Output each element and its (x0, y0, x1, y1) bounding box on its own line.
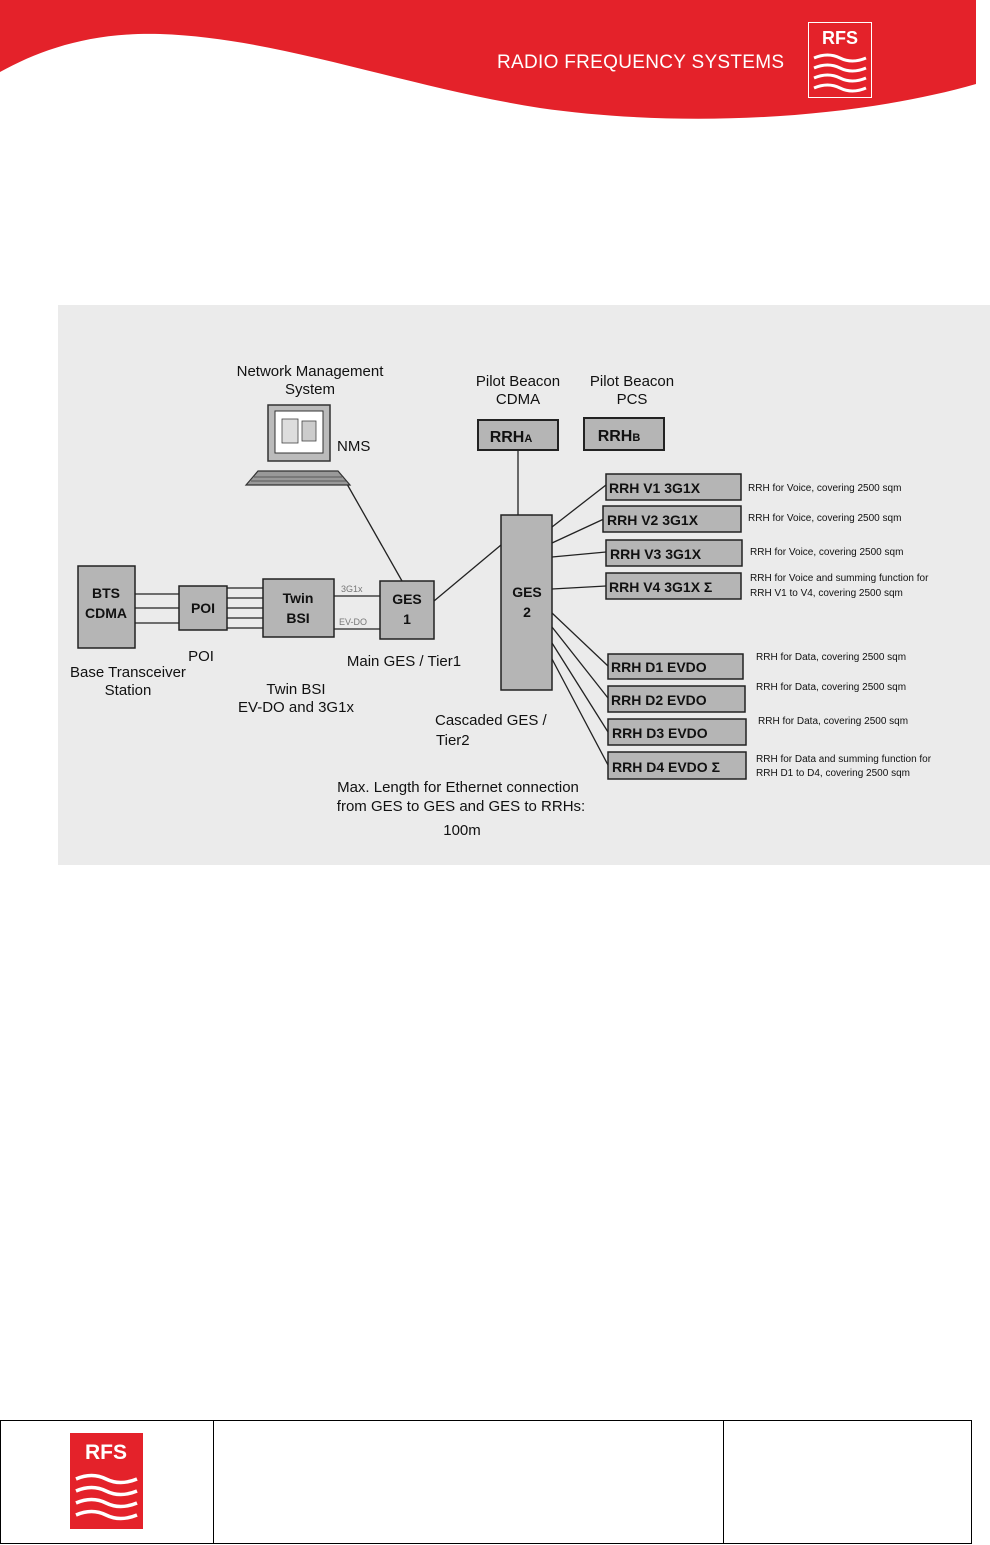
header-banner (0, 0, 976, 119)
beacon-a-title: Pilot Beacon (476, 373, 560, 390)
ges2-line2: 2 (523, 604, 531, 620)
rrh-v4-desc: RRH for Voice and summing function for (750, 573, 929, 584)
ges2-caption: Cascaded GES / (435, 712, 548, 729)
ges1-box: GES 1 (379, 580, 435, 640)
rrh-v2: RRH V2 3G1X RRH for Voice, covering 2500… (602, 505, 901, 533)
bts-caption: Base Transceiver (70, 664, 186, 681)
note-line3: 100m (443, 822, 481, 839)
rrh-d2-desc: RRH for Data, covering 2500 sqm (756, 682, 906, 693)
rrh-v2-label: RRH V2 3G1X (607, 512, 699, 528)
company-name: RADIO FREQUENCY SYSTEMS (497, 52, 785, 73)
rrh-d3-label: RRH D3 EVDO (612, 725, 708, 741)
beacon-b-title-2: PCS (617, 391, 648, 408)
rrh-v3-label: RRH V3 3G1X (610, 546, 702, 562)
bts-line2: CDMA (85, 605, 127, 621)
rrh-d4-desc: RRH for Data and summing function for (756, 754, 932, 765)
rrh-d4-desc-2: RRH D1 to D4, covering 2500 sqm (756, 768, 910, 779)
rrh-b-sub: B (632, 432, 640, 444)
footer-info-cell (723, 1421, 971, 1543)
link-label-3g1x: 3G1x (341, 584, 363, 594)
bsi-caption: Twin BSI (266, 681, 325, 698)
network-diagram: 3G1x EV-DO Network Management System NMS… (58, 305, 990, 865)
nms-title: Network Management (237, 363, 385, 380)
rrh-v1-label: RRH V1 3G1X (609, 480, 701, 496)
rrh-b-box: RRHB (583, 417, 665, 451)
ges2-line1: GES (512, 584, 542, 600)
ges1-caption: Main GES / Tier1 (347, 653, 461, 670)
rrh-d1: RRH D1 EVDO RRH for Data, covering 2500 … (607, 652, 906, 680)
link-label-evdo: EV-DO (339, 617, 367, 627)
header-logo-text: RFS (822, 28, 858, 48)
ges2-caption-2: Tier2 (436, 732, 470, 749)
bsi-line1: Twin (283, 590, 314, 606)
nms-label: NMS (337, 438, 370, 455)
footer-title-cell (213, 1421, 724, 1543)
rrh-a-sub: A (524, 433, 532, 445)
rrh-d3-desc: RRH for Data, covering 2500 sqm (758, 716, 908, 727)
poi-label: POI (191, 600, 215, 616)
rrh-d4-label: RRH D4 EVDO Σ (612, 759, 720, 775)
rrh-d1-desc: RRH for Data, covering 2500 sqm (756, 652, 906, 663)
header-logo: RFS (808, 22, 872, 98)
bts-line1: BTS (92, 585, 120, 601)
computer-icon (244, 404, 352, 486)
note-line1: Max. Length for Ethernet connection (337, 779, 579, 796)
rrh-d2: RRH D2 EVDO RRH for Data, covering 2500 … (607, 682, 906, 713)
poi-box: POI (178, 585, 228, 631)
rrh-d2-label: RRH D2 EVDO (611, 692, 707, 708)
footer-logo: RFS (70, 1433, 143, 1529)
rrh-v3-desc: RRH for Voice, covering 2500 sqm (750, 547, 903, 558)
rrh-v4-label: RRH V4 3G1X Σ (609, 579, 712, 595)
svg-text:RRHB: RRHB (598, 428, 641, 445)
bts-box: BTS CDMA (77, 565, 136, 649)
svg-text:RRHA: RRHA (490, 429, 533, 446)
nms-title-2: System (285, 381, 335, 398)
ges2-box: GES 2 (500, 514, 553, 691)
beacon-b-title: Pilot Beacon (590, 373, 674, 390)
footer-logo-text: RFS (85, 1441, 127, 1464)
bsi-line2: BSI (286, 610, 309, 626)
rrh-v1-desc: RRH for Voice, covering 2500 sqm (748, 483, 901, 494)
ges1-line1: GES (392, 591, 422, 607)
rrh-v2-desc: RRH for Voice, covering 2500 sqm (748, 513, 901, 524)
footer-table (0, 1420, 972, 1544)
note-line2: from GES to GES and GES to RRHs: (337, 798, 585, 815)
poi-caption: POI (188, 648, 214, 665)
footer-logo-cell (1, 1421, 214, 1543)
beacon-a-title-2: CDMA (496, 391, 540, 408)
ges1-line2: 1 (403, 611, 411, 627)
rrh-d1-label: RRH D1 EVDO (611, 659, 707, 675)
rrh-v4-desc-2: RRH V1 to V4, covering 2500 sqm (750, 588, 903, 599)
twin-bsi-box: Twin BSI (262, 578, 335, 638)
rrh-d3: RRH D3 EVDO RRH for Data, covering 2500 … (607, 716, 908, 746)
rrh-v3: RRH V3 3G1X RRH for Voice, covering 2500… (605, 539, 903, 567)
rrh-d4: RRH D4 EVDO Σ RRH for Data and summing f… (607, 751, 932, 780)
rrh-b-label: RRH (598, 428, 633, 445)
rrh-a-box: RRHA (477, 419, 559, 451)
rrh-a-label: RRH (490, 429, 525, 446)
rrh-v4: RRH V4 3G1X Σ RRH for Voice and summing … (605, 572, 929, 600)
rrh-v1: RRH V1 3G1X RRH for Voice, covering 2500… (605, 473, 901, 501)
bts-caption-2: Station (105, 682, 152, 699)
bsi-caption-2: EV-DO and 3G1x (238, 699, 354, 716)
